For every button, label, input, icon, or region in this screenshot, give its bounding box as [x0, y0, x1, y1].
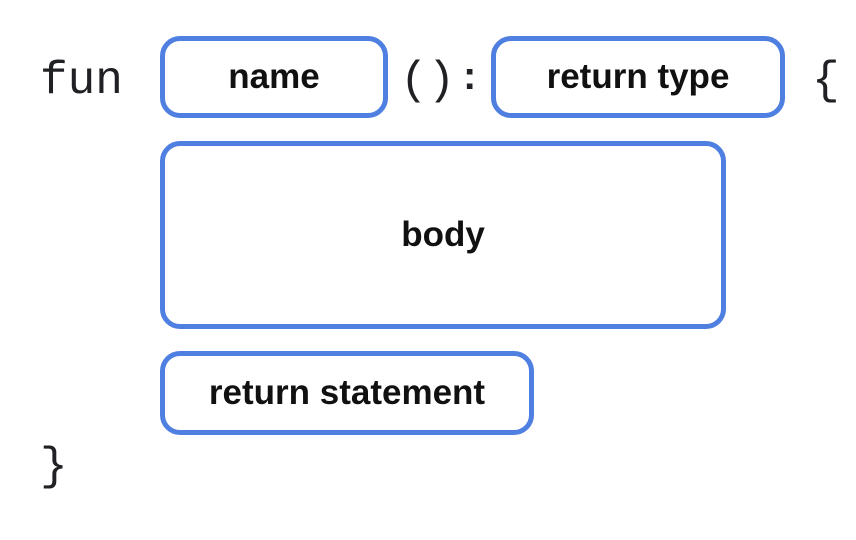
return-type-label: return type: [546, 57, 730, 96]
body-box: body: [160, 141, 726, 329]
name-box: name: [160, 36, 388, 118]
open-brace: {: [812, 55, 840, 107]
return-statement-box: return statement: [160, 351, 534, 435]
fun-keyword: fun: [40, 55, 123, 107]
body-label: body: [401, 215, 485, 254]
colon: :: [463, 54, 477, 98]
return-type-box: return type: [491, 36, 785, 118]
name-label: name: [228, 57, 320, 96]
parentheses: (): [400, 55, 456, 107]
return-statement-label: return statement: [208, 373, 486, 412]
close-brace: }: [40, 441, 68, 493]
